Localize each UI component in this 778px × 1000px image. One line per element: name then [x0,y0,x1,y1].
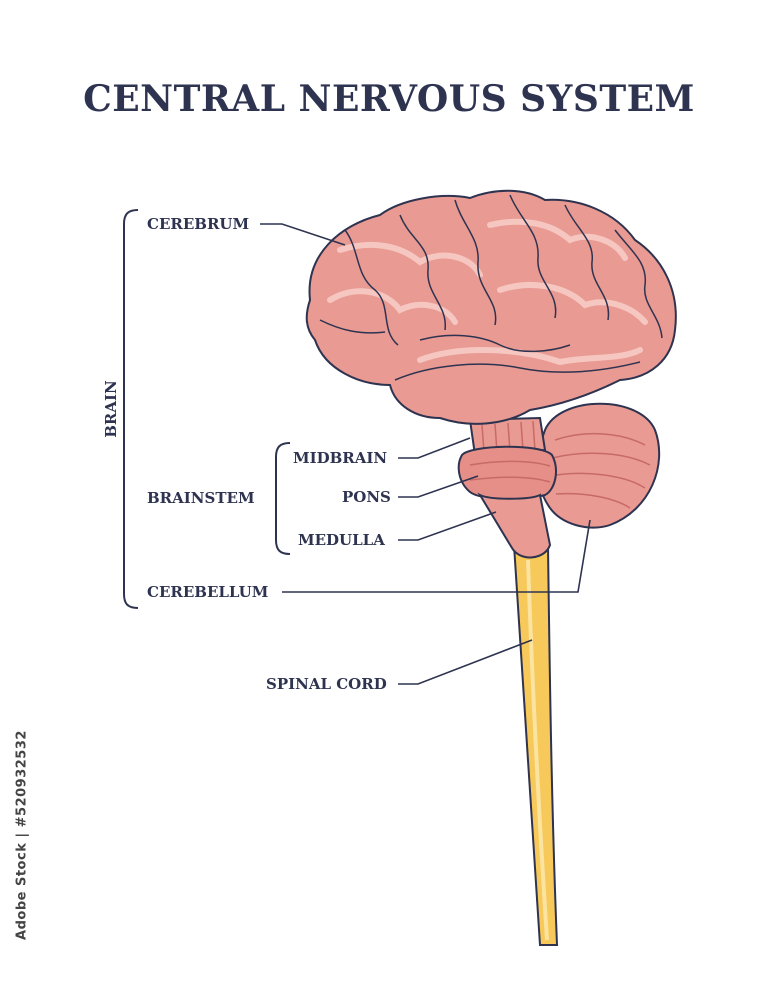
stock-id-text: Adobe Stock | #520932532 [14,730,30,940]
label-brain: BRAIN [102,380,120,438]
pons-leader-line [398,475,479,498]
stock-id-watermark: Adobe Stock | #520932532 [10,730,34,940]
cerebellum-shape [536,402,661,529]
brainstem-shape [457,416,557,559]
cerebrum-leader-line [260,223,346,246]
medulla-leader-line [398,511,497,541]
label-midbrain: MIDBRAIN [293,449,388,467]
label-cerebellum: CEREBELLUM [147,583,269,601]
label-spinal-cord: SPINAL CORD [266,675,387,693]
label-cerebrum: CEREBRUM [147,215,250,233]
brainstem-bracket [275,442,291,555]
diagram-title: CENTRAL NERVOUS SYSTEM [83,78,695,120]
midbrain-leader-line [398,437,471,459]
cerebellum-leader-line [282,519,591,593]
spinal-cord-shape [512,544,559,946]
label-brainstem: BRAINSTEM [147,489,255,507]
label-medulla: MEDULLA [298,531,385,549]
label-pons: PONS [342,488,391,506]
spinal-cord-leader-line [398,639,533,685]
cerebrum-shape [305,189,677,425]
brain-bracket [123,209,139,609]
